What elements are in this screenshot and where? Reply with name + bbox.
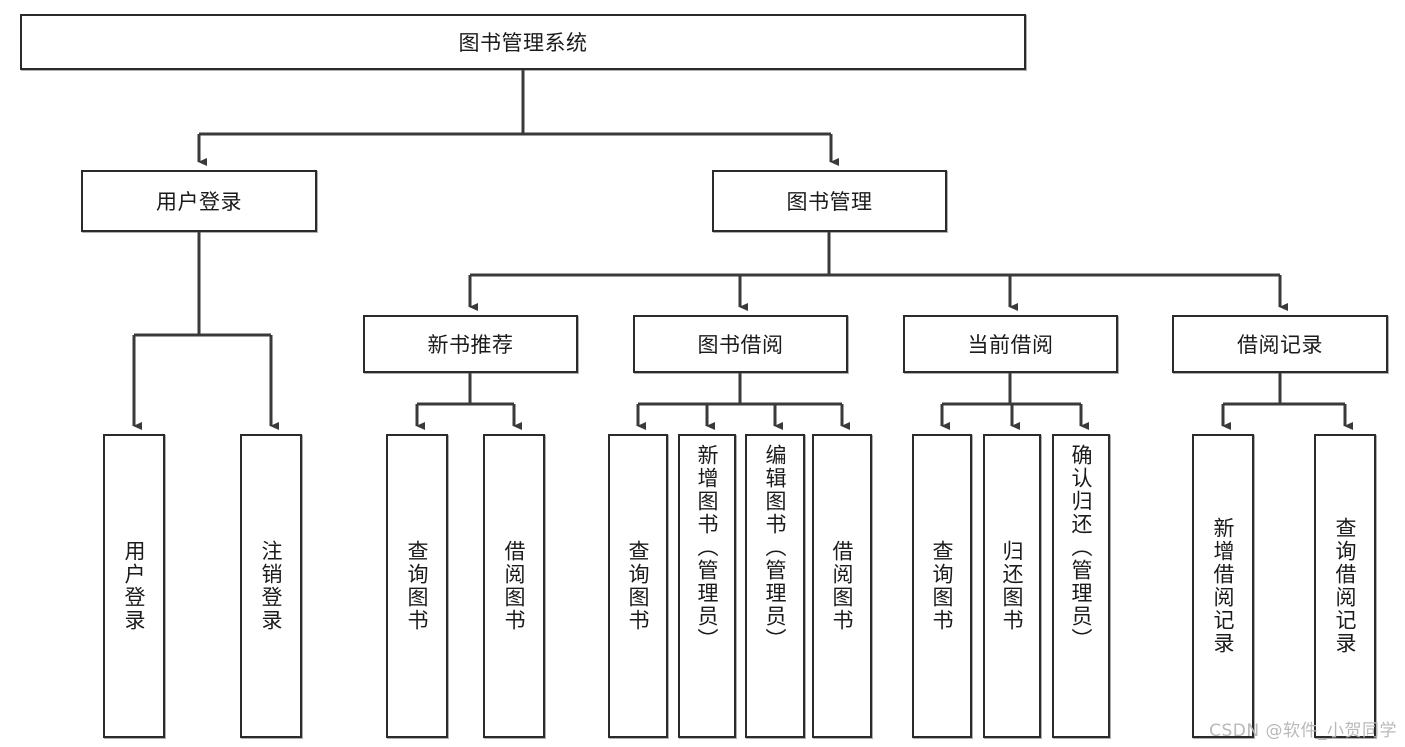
node-leaf-return-book[interactable]: 归还图书	[983, 434, 1041, 738]
node-level2-new-book-recommend-label: 新书推荐	[427, 333, 514, 357]
node-leaf-edit-book-admin[interactable]: 编辑图书（管理员）	[745, 434, 805, 738]
node-leaf-add-book-admin-label: 新增图书（管理员）	[695, 444, 719, 651]
node-leaf-borrow-book-1-label: 借阅图书	[502, 540, 526, 632]
node-leaf-user-login[interactable]: 用户登录	[103, 434, 165, 738]
node-leaf-query-book-1-label: 查询图书	[405, 540, 429, 632]
node-leaf-query-book-2-label: 查询图书	[626, 540, 650, 632]
node-leaf-return-book-label: 归还图书	[1000, 540, 1024, 632]
node-leaf-add-borrow-record[interactable]: 新增借阅记录	[1192, 434, 1254, 738]
node-level1-book-management-label: 图书管理	[786, 190, 873, 214]
watermark: CSDN @软件_小贺同学	[1209, 721, 1397, 741]
node-leaf-confirm-return-admin-label: 确认归还（管理员）	[1069, 444, 1093, 651]
node-leaf-query-borrow-record[interactable]: 查询借阅记录	[1314, 434, 1376, 738]
node-level2-current-borrow-label: 当前借阅	[967, 333, 1054, 357]
node-level1-book-management[interactable]: 图书管理	[712, 170, 947, 232]
node-leaf-query-book-2[interactable]: 查询图书	[608, 434, 668, 738]
node-level2-book-borrow[interactable]: 图书借阅	[633, 315, 848, 373]
node-level2-book-borrow-label: 图书借阅	[697, 333, 784, 357]
node-level2-borrow-record[interactable]: 借阅记录	[1172, 315, 1388, 373]
node-leaf-query-book-3[interactable]: 查询图书	[912, 434, 972, 738]
node-leaf-confirm-return-admin[interactable]: 确认归还（管理员）	[1052, 434, 1110, 738]
node-leaf-query-book-3-label: 查询图书	[930, 540, 954, 632]
node-level2-borrow-record-label: 借阅记录	[1237, 333, 1323, 357]
node-leaf-edit-book-admin-label: 编辑图书（管理员）	[763, 444, 787, 651]
node-leaf-query-borrow-record-label: 查询借阅记录	[1333, 517, 1357, 655]
node-leaf-logout-label: 注销登录	[259, 540, 283, 632]
node-leaf-add-borrow-record-label: 新增借阅记录	[1211, 517, 1235, 655]
node-leaf-borrow-book-2-label: 借阅图书	[830, 540, 854, 632]
node-level1-user-login-label: 用户登录	[156, 190, 242, 214]
node-leaf-add-book-admin[interactable]: 新增图书（管理员）	[678, 434, 736, 738]
node-leaf-user-login-label: 用户登录	[122, 540, 146, 632]
node-leaf-borrow-book-1[interactable]: 借阅图书	[483, 434, 545, 738]
node-root-label: 图书管理系统	[458, 31, 588, 55]
node-level2-new-book-recommend[interactable]: 新书推荐	[363, 315, 578, 373]
node-level1-user-login[interactable]: 用户登录	[81, 170, 317, 232]
node-root[interactable]: 图书管理系统	[20, 14, 1026, 70]
node-leaf-query-book-1[interactable]: 查询图书	[386, 434, 448, 738]
node-leaf-logout[interactable]: 注销登录	[240, 434, 302, 738]
node-leaf-borrow-book-2[interactable]: 借阅图书	[812, 434, 872, 738]
node-level2-current-borrow[interactable]: 当前借阅	[903, 315, 1118, 373]
